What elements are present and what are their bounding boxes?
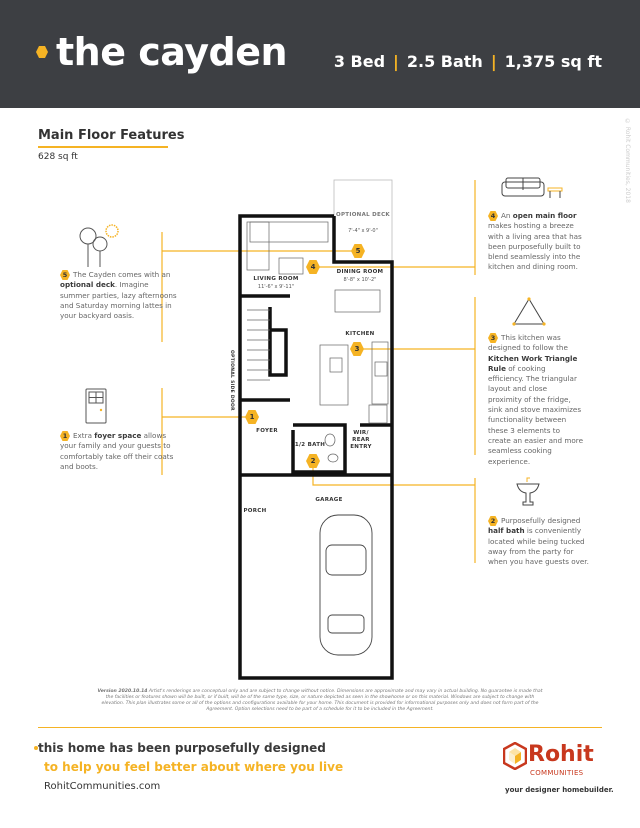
callout-number: 1 [60, 431, 70, 441]
copyright: © Rohit Communities, 2018 [624, 118, 631, 203]
callout-highlight: Kitchen Work Triangle Rule [488, 353, 578, 373]
leader-lines [161, 180, 476, 563]
callout-highlight: foyer space [94, 431, 142, 440]
callout-number: 5 [60, 270, 70, 280]
marker-1: 1 [245, 410, 259, 424]
version: Version 2020.10.14 [97, 689, 148, 694]
section-title: Main Floor Features [38, 128, 185, 143]
callout-text: is conveniently located while being tuck… [488, 526, 589, 567]
marker-2: 2 [306, 454, 320, 468]
car-icon [319, 514, 373, 656]
plan-label-deck: OPTIONAL DECK [336, 212, 390, 218]
disclaimer: Version 2020.10.14 Artist's renderings a… [95, 689, 545, 713]
callout-text: . Imagine summer parties, lazy afternoon… [60, 280, 177, 321]
home-title: the cayden [56, 30, 288, 74]
walls [238, 214, 394, 680]
callout-number: 2 [488, 516, 498, 526]
callout-highlight: open main floor [512, 211, 577, 220]
separator: | [490, 52, 497, 71]
plan-label-wir: WIR/ REAR ENTRY [350, 430, 372, 450]
plan-label-dining: DINING ROOM [336, 269, 384, 275]
callout-text: This kitchen was designed to follow the [488, 333, 568, 353]
plan-dim-living: 11'-6" x 9'-11" [257, 284, 295, 290]
logo-tagline: your designer homebuilder. [505, 786, 614, 794]
area: 1,375 sq ft [504, 52, 602, 71]
marker-3: 3 [350, 342, 364, 356]
section-area: 628 sq ft [38, 152, 78, 162]
header-bar [0, 0, 640, 108]
callout-text: An [501, 211, 513, 220]
section-rule [38, 146, 168, 148]
callout-text: The Cayden comes with an [73, 270, 171, 279]
callout-number: 4 [488, 211, 498, 221]
disclaimer-text: Artist's renderings are conceptual only … [101, 689, 543, 712]
rohit-logo-icon [503, 742, 527, 770]
callout-text: allows your family and your guests to co… [60, 431, 174, 471]
triangle-icon [512, 297, 546, 326]
callout-highlight: optional deck [60, 280, 115, 290]
plan-label-porch: PORCH [243, 508, 267, 514]
plan-dim-dining: 8'-8" x 10'-2" [343, 277, 377, 283]
sink-pedestal-icon [516, 477, 540, 506]
website-link[interactable]: RohitCommunities.com [44, 781, 161, 792]
hexagon-bullet-icon [36, 46, 48, 58]
fixtures [246, 221, 389, 463]
logo-name: Rohit [528, 742, 594, 767]
marker-5: 5 [351, 244, 365, 258]
sofa-icon [501, 177, 563, 198]
plan-dim-deck: 7'-4" x 9'-0" [348, 228, 378, 234]
trees-sun-icon [79, 224, 119, 267]
door-icon [85, 388, 107, 424]
separator: | [393, 52, 399, 71]
plan-label-bath: 1/2 BATH [294, 442, 326, 448]
plan-label-garage: GARAGE [315, 497, 343, 503]
callout-number: 3 [488, 333, 498, 343]
marker-4: 4 [306, 260, 320, 274]
callout-text: of cooking efficiency. The triangular la… [488, 363, 583, 466]
callout-highlight: half bath [488, 526, 525, 536]
callout-text: Extra [73, 431, 95, 440]
plan-label-side-door: OPTIONAL SIDE DOOR [229, 350, 234, 411]
logo-subtitle: COMMUNITIES [530, 769, 584, 777]
plan-label-kitchen: KITCHEN [345, 331, 375, 337]
footer-rule [38, 727, 602, 728]
plan-label-foyer: FOYER [256, 428, 278, 434]
home-specs: 3 Bed | 2.5 Bath | 1,375 sq ft [334, 52, 602, 71]
plan-label-living: LIVING ROOM [253, 276, 299, 282]
baths: 2.5 Bath [406, 52, 483, 71]
bullet-dot-icon [34, 746, 38, 750]
tagline-line-1: this home has been purposefully designed [38, 741, 326, 755]
callout-text: Purposefully designed [501, 516, 581, 525]
callout-text: makes hosting a breeze with a living are… [488, 221, 582, 272]
tagline-line-2: to help you feel better about where you … [44, 760, 344, 774]
beds: 3 Bed [333, 52, 386, 71]
